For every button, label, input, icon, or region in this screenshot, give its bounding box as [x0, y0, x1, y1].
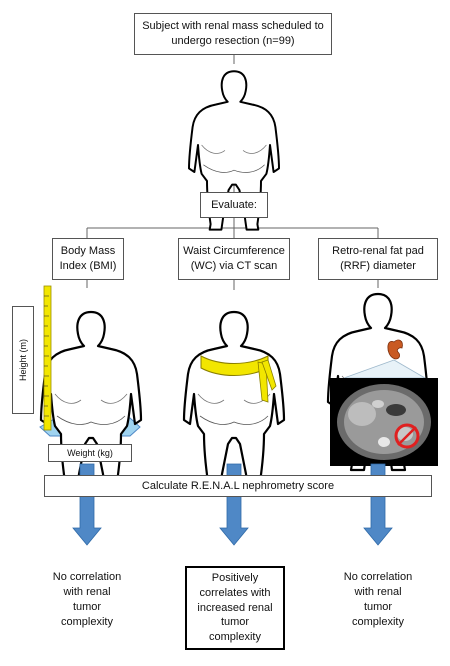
height-label: Height (m)	[18, 338, 28, 382]
weight-label-box: Weight (kg)	[48, 444, 132, 462]
rrf-title-box: Retro-renal fat pad (RRF) diameter	[318, 238, 438, 280]
height-ruler	[43, 285, 52, 431]
renal-score-box: Calculate R.E.N.A.L nephrometry score	[44, 475, 432, 497]
bmi-title-box: Body Mass Index (BMI)	[52, 238, 124, 280]
tumor-highlight-circle	[394, 423, 420, 449]
evaluate-box: Evaluate:	[200, 192, 268, 218]
kidney-icon	[387, 339, 403, 360]
bmi-body-figure	[39, 310, 143, 490]
wc-title-box: Waist Circumference (WC) via CT scan	[178, 238, 290, 280]
top-box: Subject with renal mass scheduled to und…	[134, 13, 332, 55]
ct-scan-image	[330, 378, 438, 466]
result-wc-box: Positively correlates with increased ren…	[185, 566, 285, 650]
result-rrf: No correlation with renal tumor complexi…	[343, 571, 413, 628]
height-label-box: Height (m)	[12, 306, 34, 414]
result-bmi: No correlation with renal tumor complexi…	[52, 571, 122, 628]
wc-body-figure	[182, 310, 286, 490]
